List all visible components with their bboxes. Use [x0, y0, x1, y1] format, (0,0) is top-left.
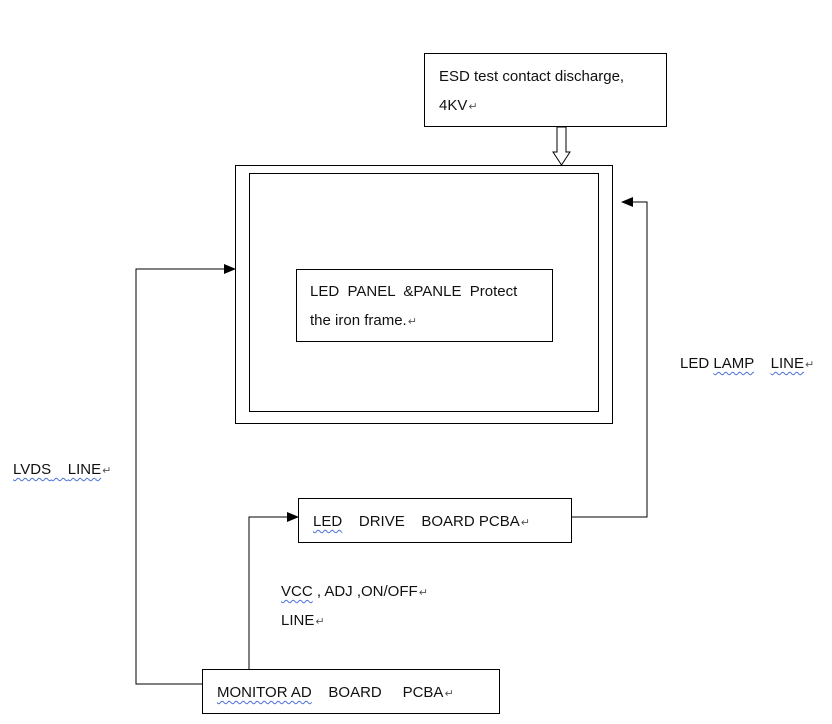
- panel-line-2-text: the iron frame.: [310, 312, 407, 329]
- vcc-text-2: , ADJ ,ON/OFF: [312, 583, 418, 600]
- led-panel-box: LED PANEL &PANLE Protect the iron frame.…: [296, 269, 553, 342]
- lvds-arrowhead: [224, 264, 236, 274]
- lvds-line: [135, 268, 224, 685]
- vcc-text-line-2: LINE: [281, 612, 315, 629]
- drive-text-2: DRIVE BOARD PCBA: [342, 513, 520, 530]
- led-lamp-text-2: LAMP: [713, 355, 754, 372]
- led-drive-board-box: LED DRIVE BOARD PCBA↵: [298, 498, 572, 543]
- vcc-arrowhead: [287, 512, 299, 522]
- esd-line-2-text: 4KV: [439, 97, 468, 114]
- led-lamp-line: [571, 201, 648, 518]
- paragraph-mark-icon: ↵: [418, 587, 428, 599]
- vcc-line-label-2: LINE↵: [281, 606, 325, 637]
- monitor-text-2: BOARD PCBA: [311, 684, 444, 701]
- esd-discharge-arrow: [552, 126, 571, 166]
- drive-board-label: LED DRIVE BOARD PCBA↵: [313, 507, 530, 538]
- drive-text-1: LED: [313, 513, 343, 530]
- monitor-text-1: MONITOR AD: [217, 684, 312, 701]
- lvds-text-2: [51, 461, 68, 478]
- paragraph-mark-icon: ↵: [102, 465, 112, 477]
- paragraph-mark-icon: ↵: [804, 359, 815, 371]
- esd-line-1-text: ESD test contact discharge,: [439, 68, 625, 85]
- paragraph-mark-icon: ↵: [444, 688, 454, 700]
- led-lamp-line-label: LED LAMP LINE↵: [680, 349, 814, 380]
- panel-line-2: the iron frame.↵: [310, 306, 417, 337]
- esd-line-2: 4KV↵: [439, 91, 478, 122]
- esd-line-1: ESD test contact discharge,: [439, 62, 624, 92]
- paragraph-mark-icon: ↵: [315, 616, 325, 628]
- lvds-text-1: LVDS: [13, 461, 52, 478]
- lvds-line-label: LVDS LINE↵: [13, 455, 111, 486]
- lvds-text-3: LINE: [67, 461, 102, 478]
- esd-test-box: ESD test contact discharge, 4KV↵: [424, 53, 667, 127]
- led-lamp-text-3: [754, 355, 771, 372]
- monitor-board-label: MONITOR AD BOARD PCBA↵: [217, 678, 454, 709]
- paragraph-mark-icon: ↵: [520, 517, 530, 529]
- vcc-text-1: VCC: [281, 583, 313, 600]
- led-lamp-arrowhead: [621, 197, 633, 207]
- panel-line-1-text: LED PANEL &PANLE Protect: [310, 283, 518, 300]
- paragraph-mark-icon: ↵: [468, 101, 478, 113]
- paragraph-mark-icon: ↵: [407, 316, 417, 328]
- panel-line-1: LED PANEL &PANLE Protect: [310, 277, 517, 307]
- led-lamp-text-4: LINE: [770, 355, 804, 372]
- vcc-line-label-1: VCC , ADJ ,ON/OFF↵: [281, 577, 428, 608]
- monitor-ad-board-box: MONITOR AD BOARD PCBA↵: [202, 669, 500, 714]
- led-lamp-text-1: LED: [680, 355, 714, 372]
- vcc-adj-onoff-line: [248, 516, 287, 669]
